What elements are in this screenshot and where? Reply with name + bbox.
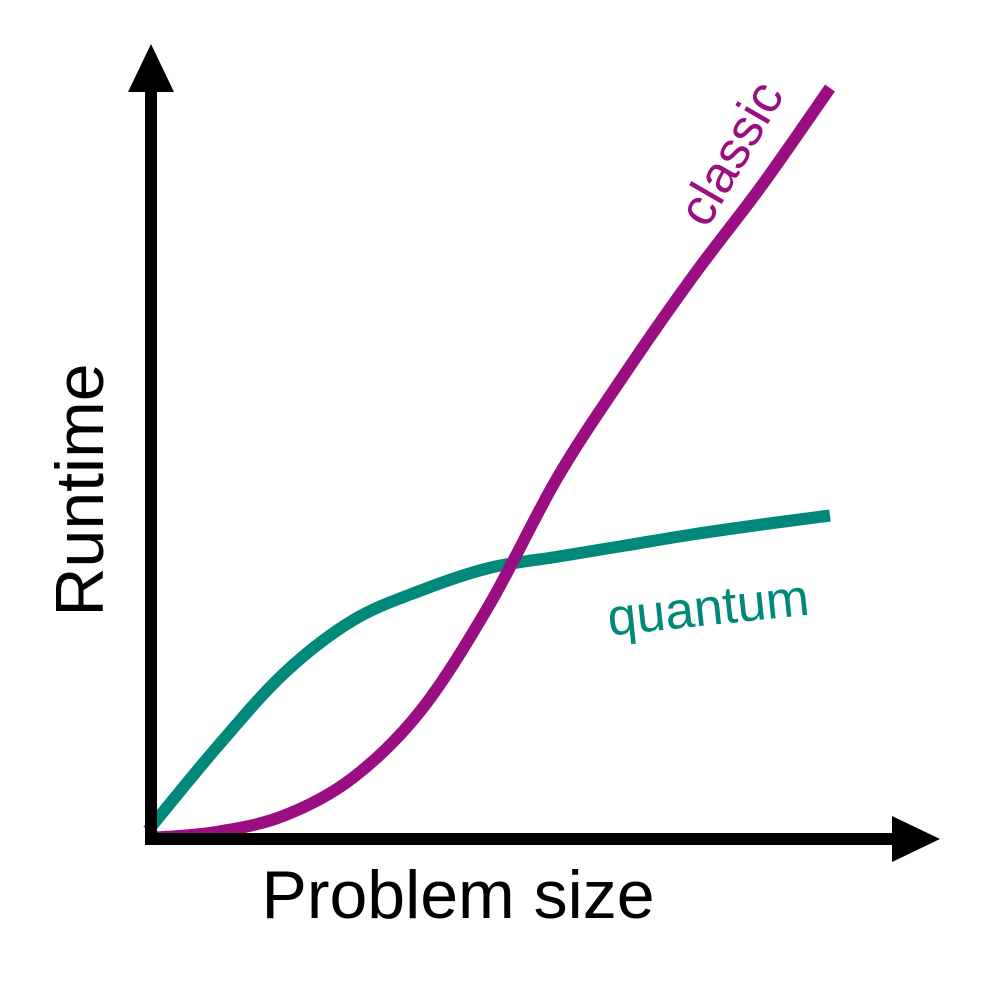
series-layer: classic quantum <box>143 71 835 844</box>
series-label-quantum: quantum <box>605 569 812 648</box>
x-axis-arrow-icon <box>892 816 940 862</box>
y-axis-label: Runtime <box>42 363 118 616</box>
series-label-classic: classic <box>667 71 795 235</box>
y-axis-arrow-icon <box>128 44 174 92</box>
series-line-quantum <box>143 509 831 835</box>
x-axis-label: Problem size <box>261 857 654 933</box>
series-line-classic <box>147 84 835 844</box>
